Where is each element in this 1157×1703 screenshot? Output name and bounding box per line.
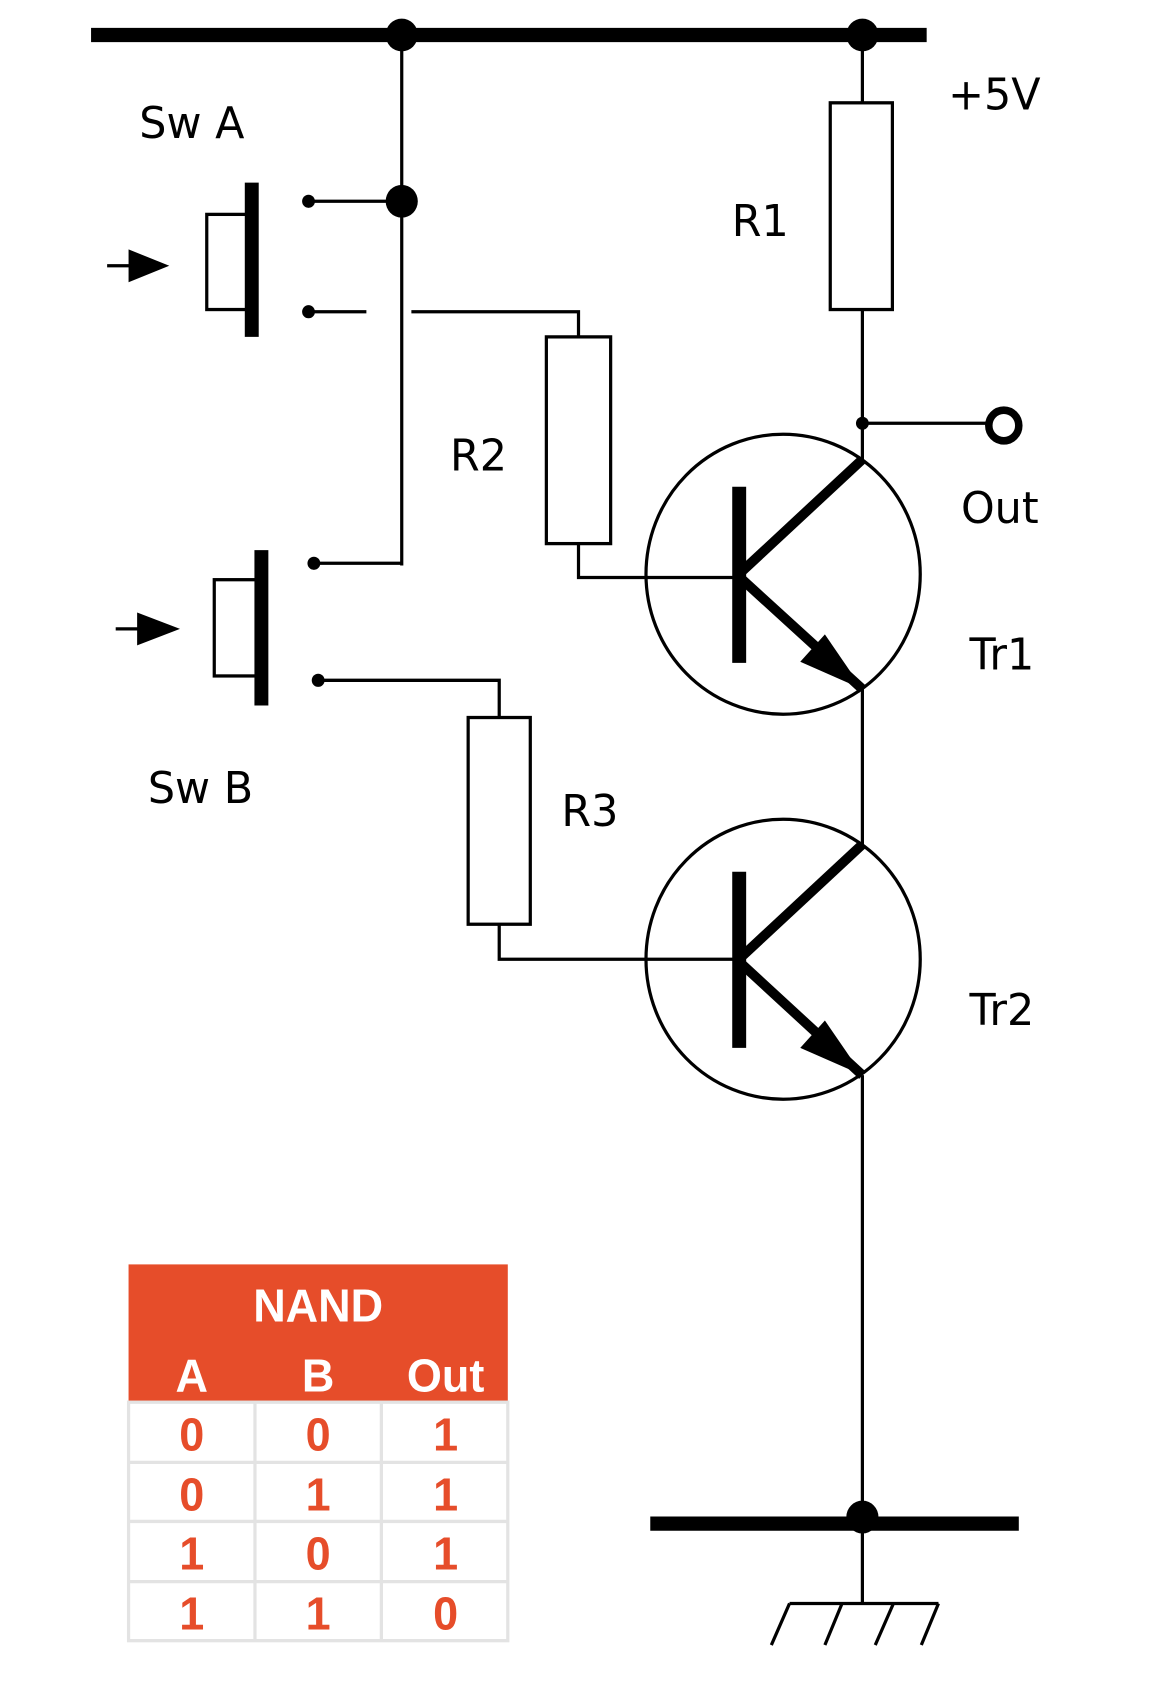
resistor-r1-label: R1 bbox=[732, 197, 789, 248]
transistor-tr1-collector bbox=[739, 455, 866, 575]
resistor-r3-label: R3 bbox=[561, 786, 618, 837]
truth-table-column-header: Out bbox=[407, 1350, 484, 1402]
resistor-r1-body bbox=[828, 101, 894, 312]
truth-table-cell: 0 bbox=[306, 1409, 331, 1461]
truth-table-cell: 0 bbox=[433, 1588, 458, 1640]
truth-table-column-header: A bbox=[176, 1350, 208, 1402]
junction-dot bbox=[385, 18, 418, 52]
emitter-arrow-icon bbox=[800, 1020, 863, 1076]
wire bbox=[411, 310, 581, 337]
emitter-arrow-icon bbox=[800, 634, 863, 690]
resistor-r3: R3 bbox=[466, 715, 740, 961]
push-arrow-icon bbox=[137, 612, 180, 646]
transistor-tr1: Tr1 bbox=[644, 432, 1035, 716]
nand-truth-table: NAND A B Out 0 0 1 0 1 1 1 0 1 1 1 0 bbox=[126, 1264, 510, 1643]
output-terminal: Out bbox=[855, 406, 1039, 534]
truth-table-row: 1 0 1 bbox=[179, 1528, 458, 1580]
truth-table-column-header: B bbox=[302, 1350, 334, 1402]
transistor-tr1-envelope bbox=[644, 432, 922, 716]
truth-table-cell: 0 bbox=[179, 1409, 204, 1461]
switch-b: Sw B bbox=[115, 550, 501, 814]
truth-table-row: 0 1 1 bbox=[179, 1469, 458, 1521]
switch-a: Sw A bbox=[107, 98, 581, 337]
push-arrow-icon bbox=[128, 249, 170, 283]
transistor-tr2-collector bbox=[739, 840, 866, 960]
resistor-r2: R2 bbox=[450, 335, 740, 580]
truth-table-cell: 0 bbox=[179, 1469, 204, 1521]
truth-table-cell: 1 bbox=[306, 1469, 331, 1521]
truth-table-header bbox=[128, 1264, 508, 1403]
switch-a-plunger bbox=[205, 212, 252, 312]
ground-icon bbox=[769, 1601, 940, 1646]
truth-table-row: 0 0 1 bbox=[179, 1409, 458, 1461]
resistor-r1: R1 bbox=[732, 35, 894, 462]
output-label: Out bbox=[961, 483, 1039, 534]
truth-table-cell: 1 bbox=[179, 1528, 204, 1580]
transistor-tr2-envelope bbox=[644, 817, 922, 1101]
truth-table-cell: 0 bbox=[306, 1528, 331, 1580]
truth-table-cell: 1 bbox=[433, 1528, 458, 1580]
transistor-tr2: Tr2 bbox=[644, 817, 1035, 1101]
truth-table-cell: 1 bbox=[433, 1409, 458, 1461]
truth-table-title: NAND bbox=[253, 1280, 383, 1332]
wire bbox=[576, 543, 740, 580]
truth-table-row: 1 1 0 bbox=[179, 1588, 458, 1640]
switch-b-label: Sw B bbox=[148, 763, 253, 814]
transistor-tr1-label: Tr1 bbox=[969, 630, 1035, 681]
wire bbox=[318, 678, 501, 718]
resistor-r3-body bbox=[466, 715, 532, 926]
truth-table-cell: 1 bbox=[179, 1588, 204, 1640]
switch-b-plunger bbox=[212, 578, 259, 678]
junction-dot bbox=[846, 1500, 879, 1534]
supply-label: +5V bbox=[948, 70, 1041, 121]
transistor-tr2-label: Tr2 bbox=[969, 985, 1035, 1036]
resistor-r2-body bbox=[544, 335, 613, 546]
switch-a-label: Sw A bbox=[139, 98, 245, 149]
junction-dot bbox=[846, 18, 879, 52]
wire bbox=[497, 924, 740, 961]
resistor-r2-label: R2 bbox=[450, 431, 507, 482]
output-terminal-icon bbox=[985, 406, 1023, 445]
truth-table-cell: 1 bbox=[306, 1588, 331, 1640]
truth-table-cell: 1 bbox=[433, 1469, 458, 1521]
